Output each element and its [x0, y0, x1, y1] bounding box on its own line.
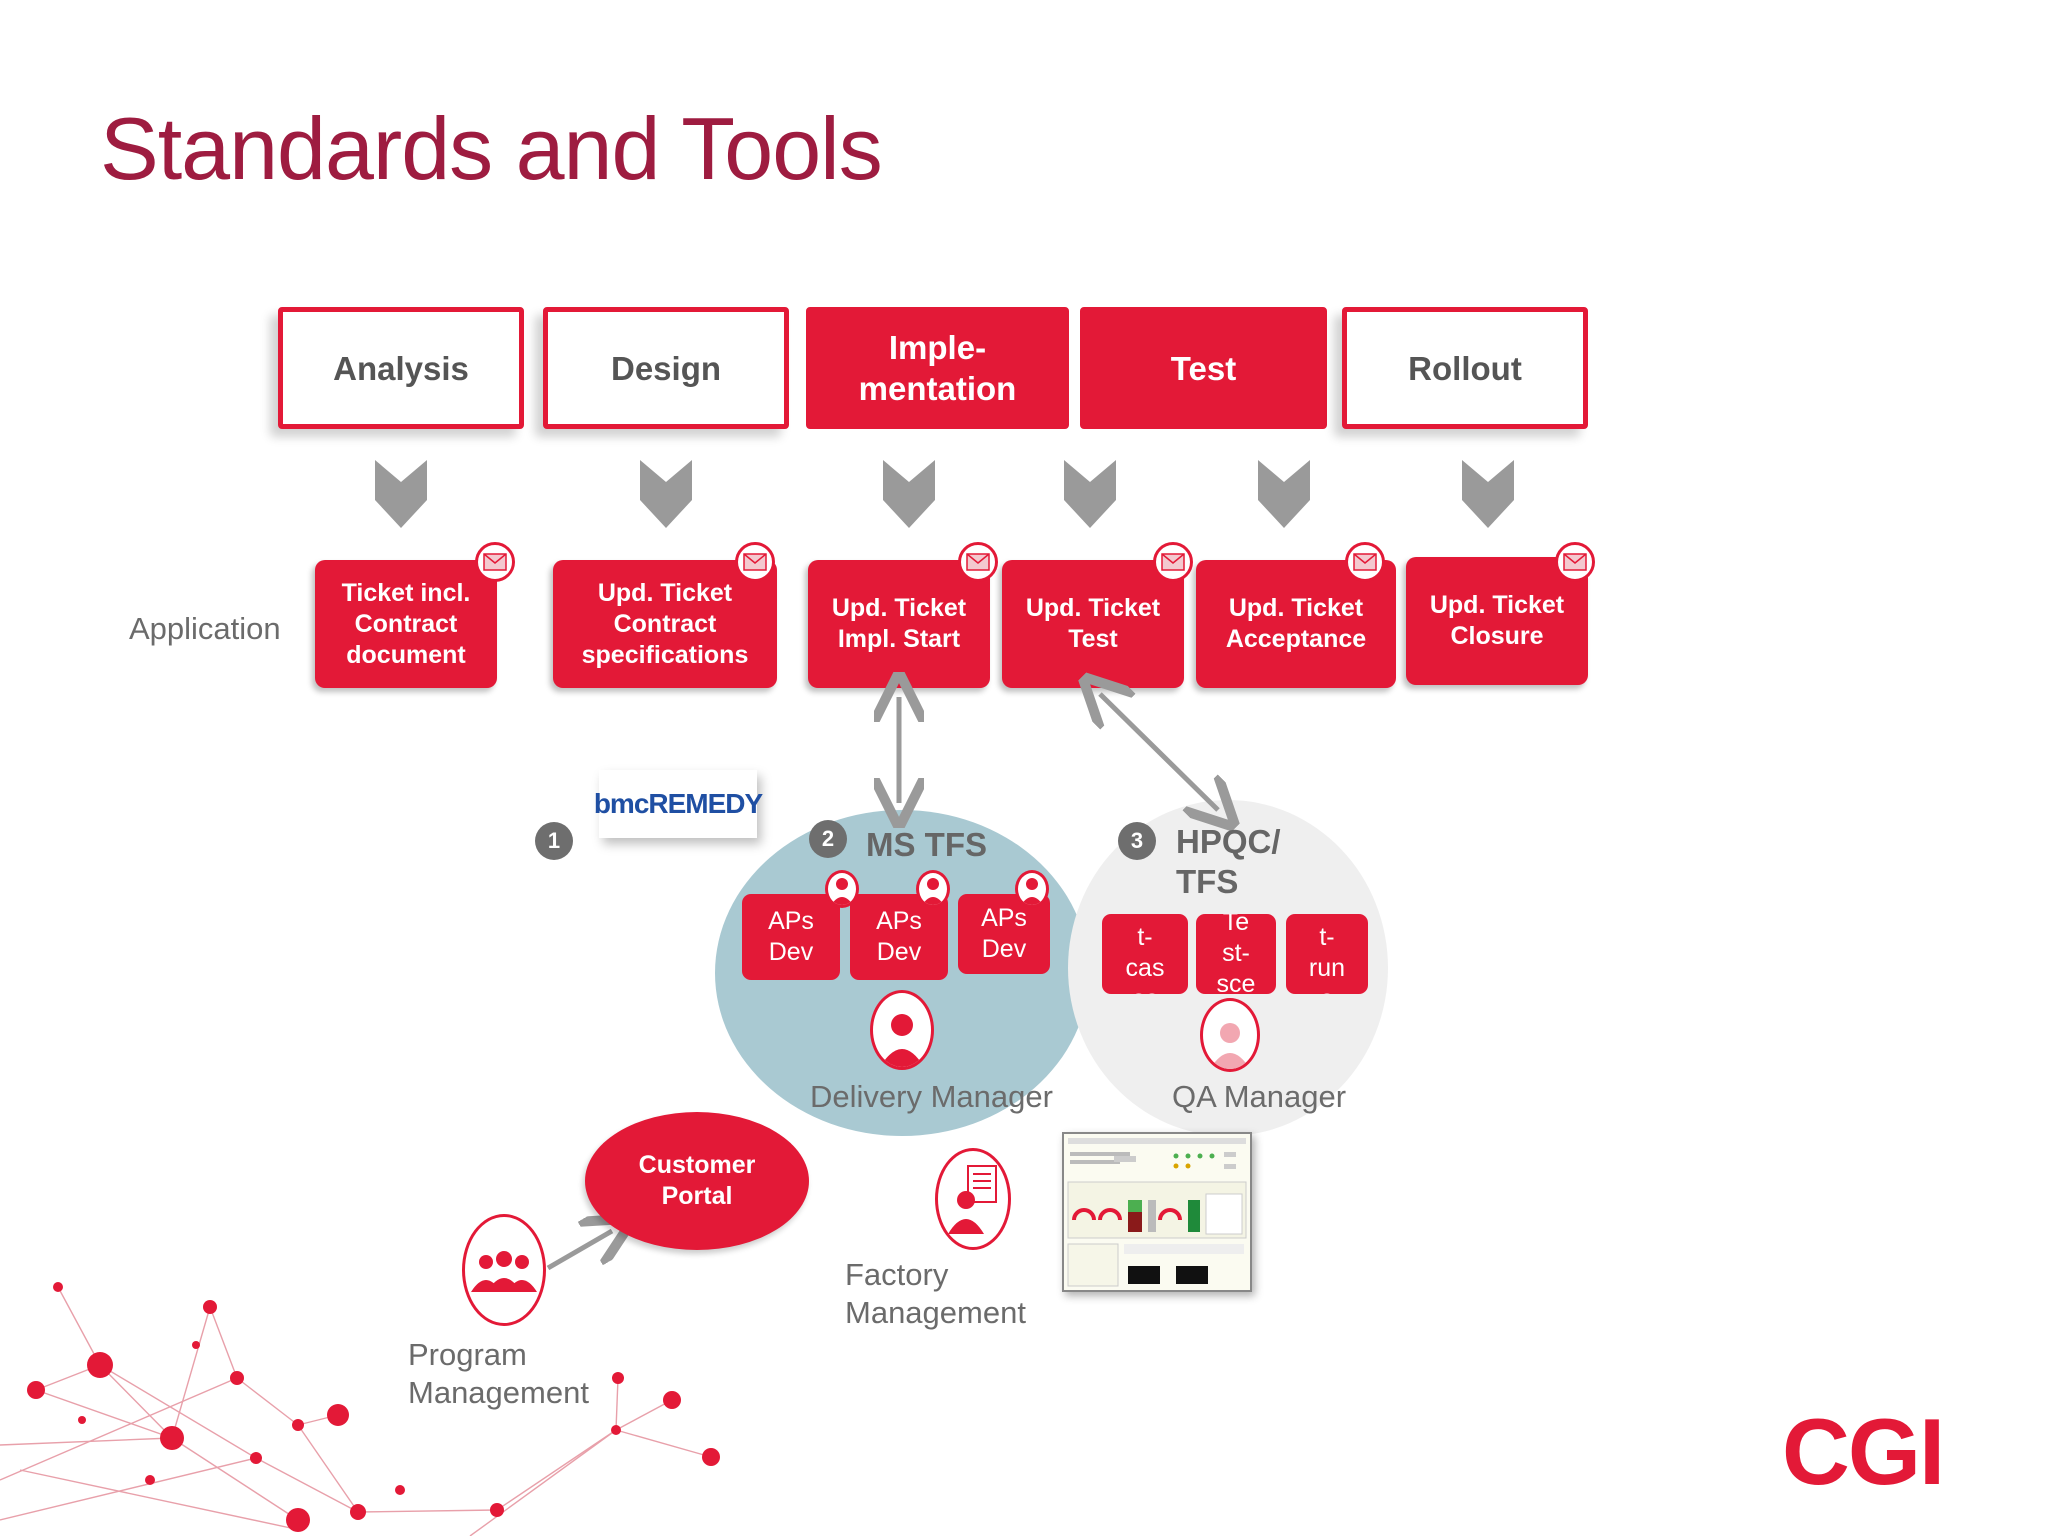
ticket-closure: Upd. Ticket Closure — [1406, 557, 1588, 685]
row-label-application: Application — [129, 611, 281, 646]
document-person-icon — [935, 1148, 1011, 1250]
phase-label: Analysis — [333, 349, 469, 387]
tool-name-hpqc-tfs: HPQC/ TFS — [1176, 823, 1281, 900]
role-qa-manager: QA Manager — [1172, 1079, 1347, 1114]
customer-portal: Customer Portal — [585, 1112, 809, 1250]
chevron-down-icon — [1064, 460, 1116, 528]
ticket-label: Upd. Ticket Impl. Start — [831, 594, 967, 653]
group-icon — [462, 1214, 546, 1326]
ticket-label: Upd. Ticket Test — [1025, 594, 1161, 653]
test-runs-label: Tes t- run s — [1308, 914, 1347, 994]
phase-implementation: Imple- mentation — [806, 307, 1069, 429]
ticket-analysis: Ticket incl. Contract document — [315, 560, 497, 688]
phase-label: Rollout — [1408, 349, 1522, 387]
phase-label: Design — [610, 349, 722, 387]
test-scenarios-box: Te st- sce — [1196, 914, 1276, 994]
role-delivery-manager: Delivery Manager — [810, 1079, 1053, 1114]
phase-design: Design — [543, 307, 789, 429]
mail-icon — [958, 542, 998, 582]
tool-name-ms-tfs: MS TFS — [866, 826, 987, 863]
qa-manager-icon — [1200, 998, 1260, 1072]
test-cases-box: Tes t- cas es — [1102, 914, 1188, 994]
person-icon — [825, 870, 859, 908]
phase-rollout: Rollout — [1342, 307, 1588, 429]
chevron-down-icon — [1462, 460, 1514, 528]
ticket-label: Upd. Ticket Acceptance — [1225, 594, 1367, 653]
chevron-down-icon — [375, 460, 427, 528]
tool-number-2: 2 — [809, 820, 847, 858]
phase-test: Test — [1080, 307, 1327, 429]
tool-number-1: 1 — [535, 822, 573, 860]
chevron-down-icon — [1258, 460, 1310, 528]
network-decoration — [0, 1282, 720, 1536]
program-management-label: Program Management — [408, 1337, 589, 1410]
person-icon — [916, 870, 950, 908]
ticket-design: Upd. Ticket Contract specifications — [553, 560, 777, 688]
bmc-remedy-logo-text: bmcREMEDY — [593, 788, 763, 819]
tool-number-3: 3 — [1118, 822, 1156, 860]
ticket-test: Upd. Ticket Test — [1002, 560, 1184, 688]
mail-icon — [735, 542, 775, 582]
test-cases-label: Tes t- cas es — [1125, 914, 1165, 994]
mail-icon — [1345, 542, 1385, 582]
chevron-down-icon — [883, 460, 935, 528]
ticket-implementation: Upd. Ticket Impl. Start — [808, 560, 990, 688]
dashboard-thumbnail — [1062, 1132, 1252, 1292]
phase-label: Test — [1170, 349, 1237, 387]
phase-analysis: Analysis — [278, 307, 524, 429]
bmc-remedy-logo: bmcREMEDY — [594, 770, 763, 838]
ticket-label: Upd. Ticket Contract specifications — [581, 578, 749, 669]
cgi-logo: CGI — [1782, 1399, 1945, 1504]
chevron-down-icon — [640, 460, 692, 528]
phase-label: Imple- mentation — [858, 329, 1017, 407]
aps-dev-box: APs Dev — [850, 894, 948, 980]
ticket-label: Upd. Ticket Closure — [1429, 591, 1565, 650]
mail-icon — [475, 542, 515, 582]
aps-dev-box: APs Dev — [742, 894, 840, 980]
test-scenarios-label: Te st- sce — [1216, 914, 1256, 994]
mail-icon — [1153, 542, 1193, 582]
factory-management-label: Factory Management — [845, 1257, 1026, 1330]
person-icon — [1015, 870, 1049, 908]
test-runs-box: Tes t- run s — [1286, 914, 1368, 994]
slide-title: Standards and Tools — [100, 99, 883, 198]
delivery-manager-icon — [870, 990, 934, 1070]
mail-icon — [1555, 542, 1595, 582]
ticket-label: Ticket incl. Contract document — [341, 578, 471, 669]
